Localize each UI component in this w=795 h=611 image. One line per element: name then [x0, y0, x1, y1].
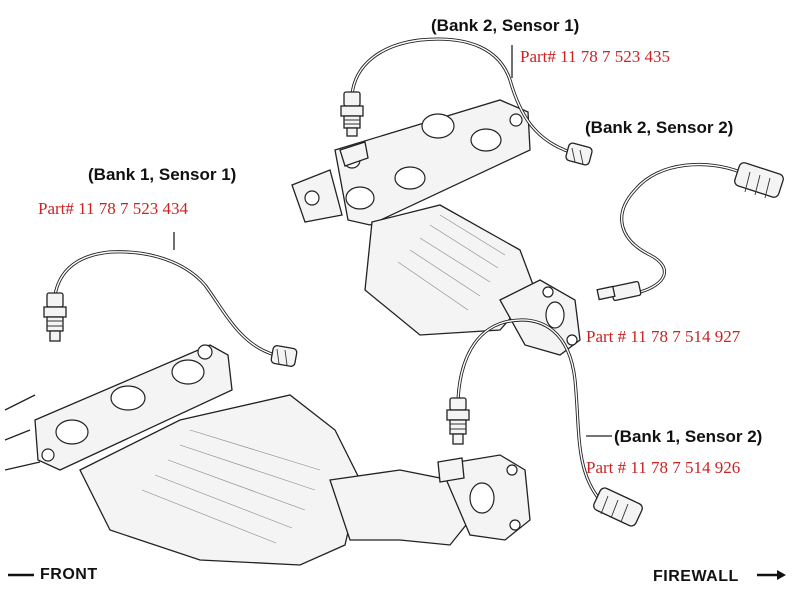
bank2-sensor2-oxygen-sensor — [596, 162, 784, 302]
firewall-arrow-icon — [777, 570, 786, 580]
bank1-sensor1-label: (Bank 1, Sensor 1) — [88, 165, 237, 184]
bank1-exhaust-manifold — [4, 344, 531, 566]
bank1-sensor2-oxygen-sensor — [446, 318, 643, 527]
bank2-sensor2-label: (Bank 2, Sensor 2) — [585, 118, 734, 137]
bank1-sensor2-label: (Bank 1, Sensor 2) — [614, 427, 763, 446]
firewall-direction-label: FIREWALL — [653, 568, 739, 585]
bank2-sensor1-label: (Bank 2, Sensor 1) — [431, 16, 580, 35]
direction-arrows — [8, 570, 786, 580]
front-direction-label: FRONT — [40, 566, 98, 583]
bank1-sensor2-part-number: Part # 11 78 7 514 926 — [586, 458, 741, 477]
leader-lines — [173, 45, 612, 437]
bank1-sensor1-part-number: Part# 11 78 7 523 434 — [38, 199, 189, 218]
bank2-sensor2-part-number: Part # 11 78 7 514 927 — [586, 327, 741, 346]
bank2-sensor1-part-number: Part# 11 78 7 523 435 — [520, 47, 671, 66]
bank2-exhaust-manifold — [291, 99, 581, 356]
bank1-sensor1-oxygen-sensor — [43, 250, 298, 367]
bank2-sensor1-oxygen-sensor — [340, 37, 593, 166]
